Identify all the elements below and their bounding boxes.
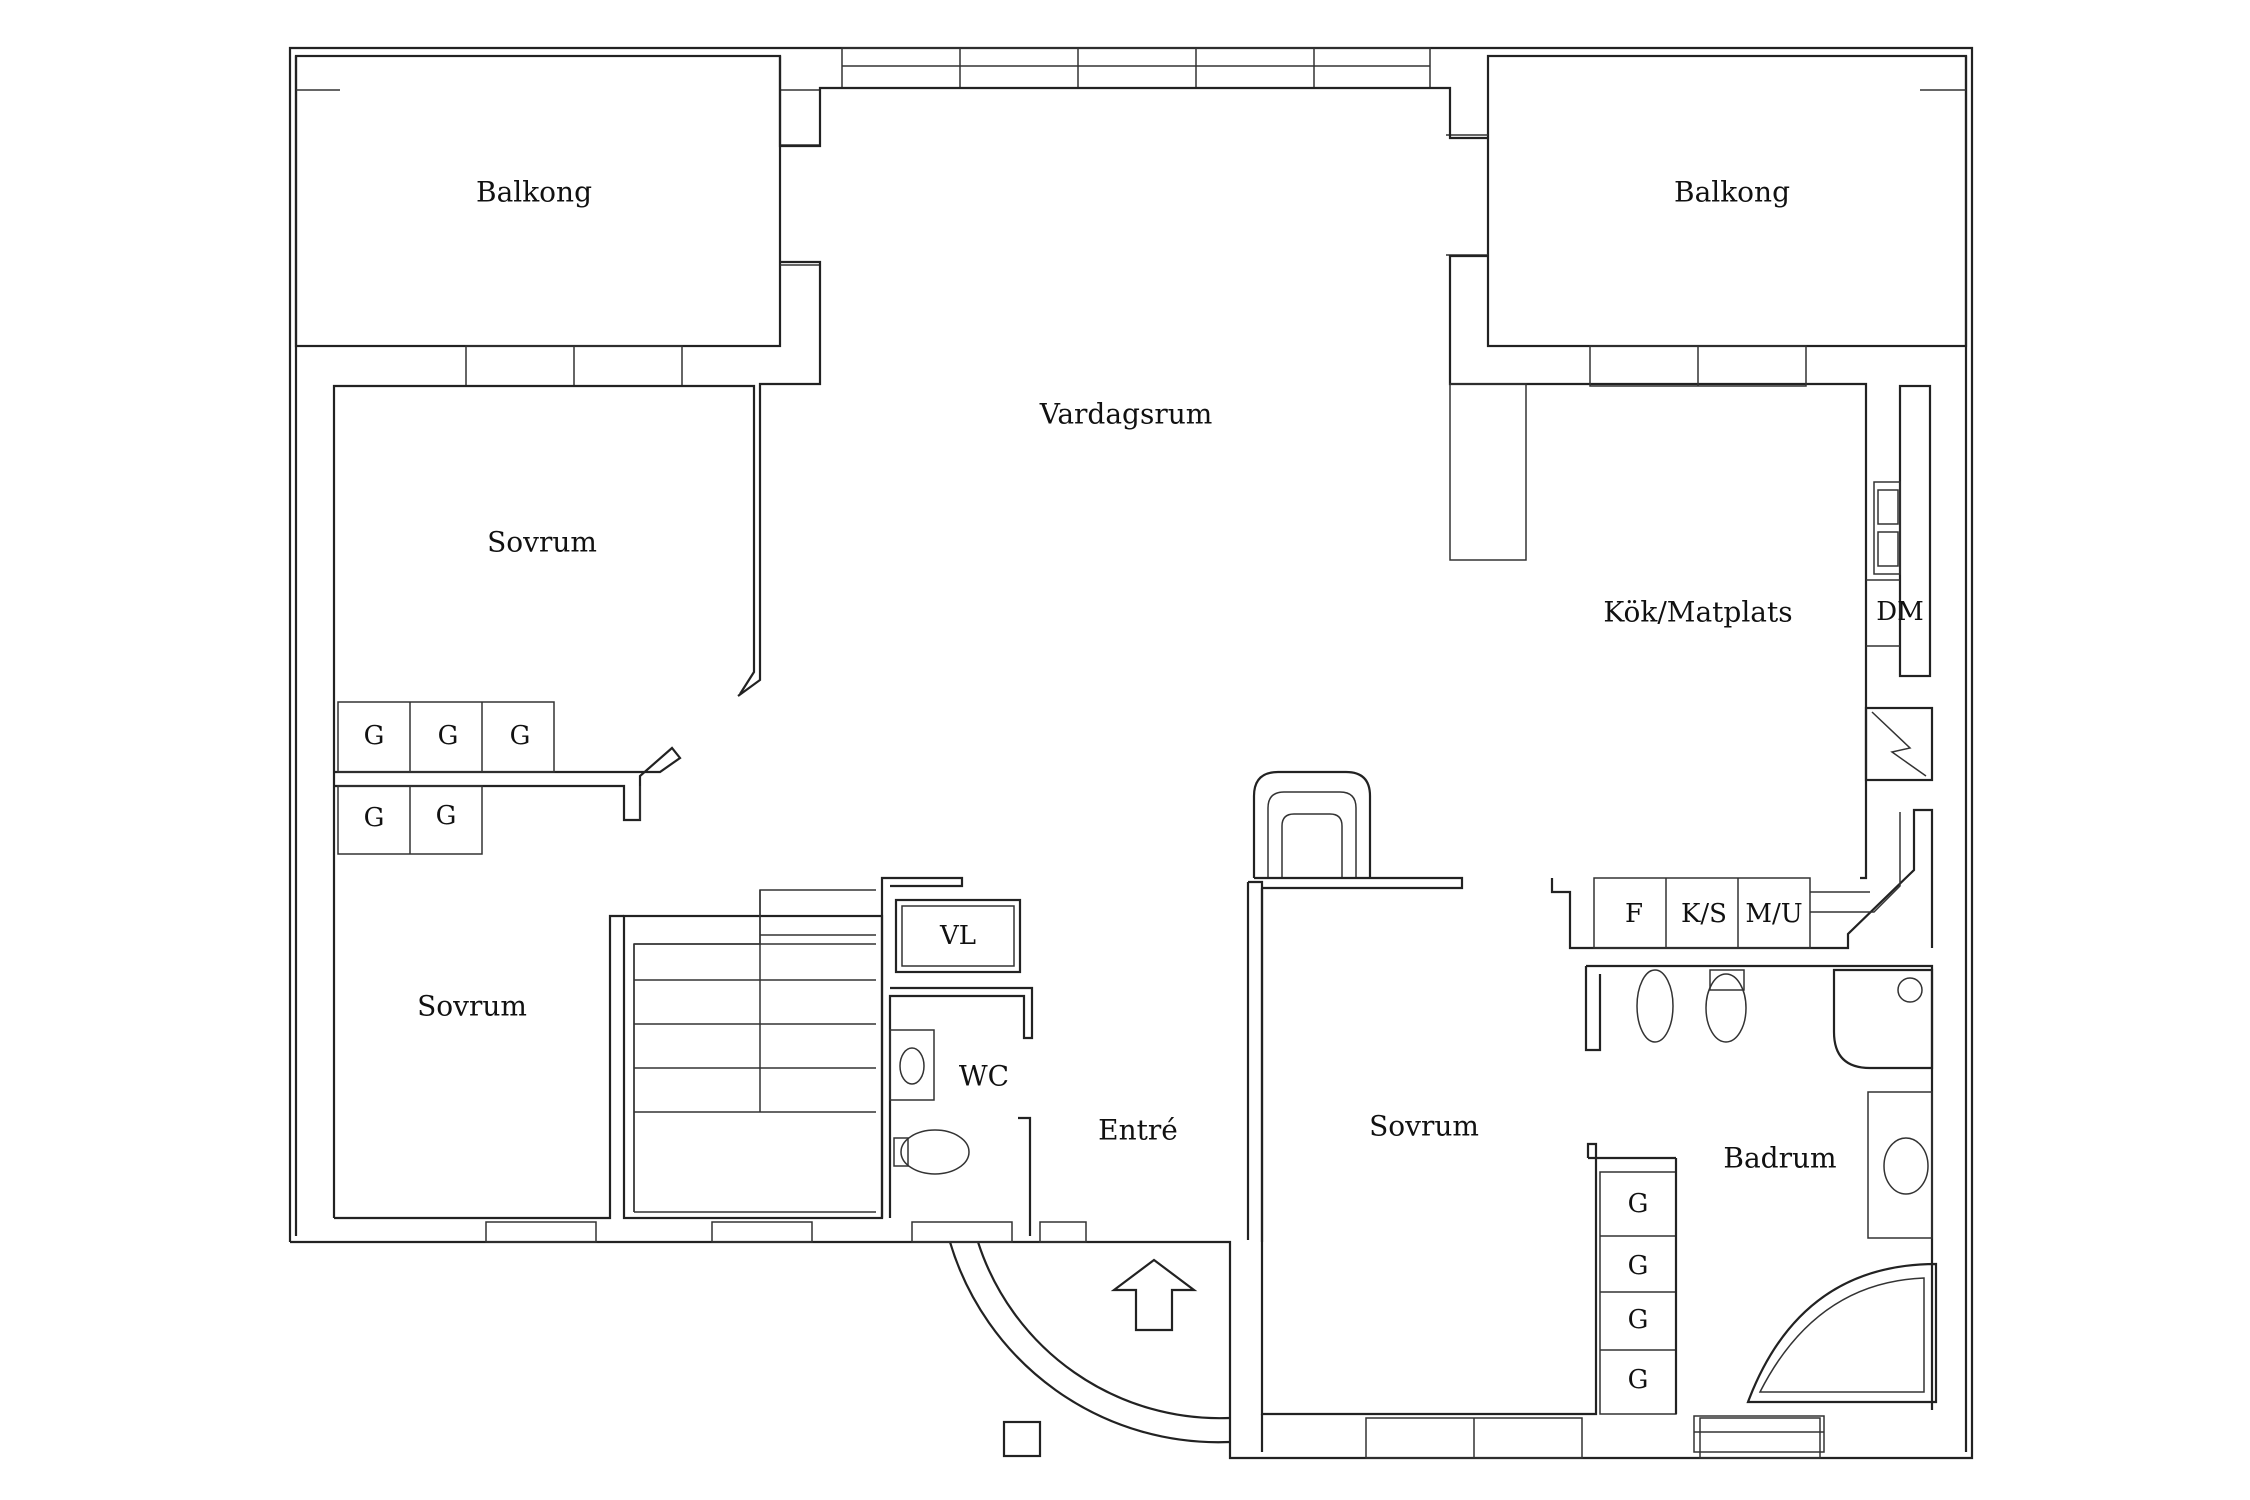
- closet-label: G: [437, 721, 459, 751]
- room-label-sovrum-top: Sovrum: [487, 525, 597, 559]
- closet-label: G: [509, 721, 531, 751]
- room-label-vardagsrum: Vardagsrum: [1039, 397, 1213, 431]
- fixture-label-f: F: [1624, 899, 1644, 929]
- closet-label: G: [435, 801, 457, 831]
- room-label-sovrum-left: Sovrum: [417, 989, 527, 1023]
- living-room-walls: [737, 56, 1860, 697]
- closet-label: G: [1627, 1251, 1649, 1281]
- chimney: [1252, 770, 1464, 890]
- closet-label: G: [363, 803, 385, 833]
- fixture-label-vl: VL: [939, 921, 977, 951]
- balcony-doors: [465, 345, 1807, 387]
- room-label-badrum: Badrum: [1723, 1141, 1837, 1175]
- outer-walls: [288, 46, 1974, 1460]
- room-label-entre: Entré: [1098, 1113, 1178, 1147]
- room-label-sovrum-right: Sovrum: [1369, 1109, 1479, 1143]
- closets-left: [337, 701, 555, 855]
- entry-walls: [1018, 880, 1264, 1243]
- fixture-label-dm: DM: [1876, 597, 1924, 627]
- bathroom: [1584, 964, 1938, 1453]
- room-label-balkong-right: Balkong: [1673, 175, 1791, 209]
- kitchen: [1550, 382, 1934, 950]
- room-label-wc: WC: [958, 1059, 1010, 1093]
- bedroom-left-walls: [332, 384, 756, 1220]
- fixture-label-mu: M/U: [1745, 899, 1803, 929]
- wc-room: [880, 876, 1034, 1218]
- bottom-windows: [485, 1221, 1821, 1459]
- entrance-arrow-icon: [1110, 1258, 1198, 1332]
- closet-label: G: [1627, 1305, 1649, 1335]
- bedroom-right-walls: [1260, 888, 1598, 1452]
- living-room-windows: [841, 47, 1431, 89]
- closet-label: G: [1627, 1189, 1649, 1219]
- closet-label: G: [1627, 1365, 1649, 1395]
- entry-door: [948, 1241, 1231, 1458]
- staircase: [622, 889, 884, 1220]
- closets-bath: [1588, 1156, 1678, 1415]
- room-label-balkong-left: Balkong: [475, 175, 593, 209]
- room-label-kok: Kök/Matplats: [1603, 595, 1793, 629]
- fixture-label-ks: K/S: [1681, 899, 1727, 929]
- closet-label: G: [363, 721, 385, 751]
